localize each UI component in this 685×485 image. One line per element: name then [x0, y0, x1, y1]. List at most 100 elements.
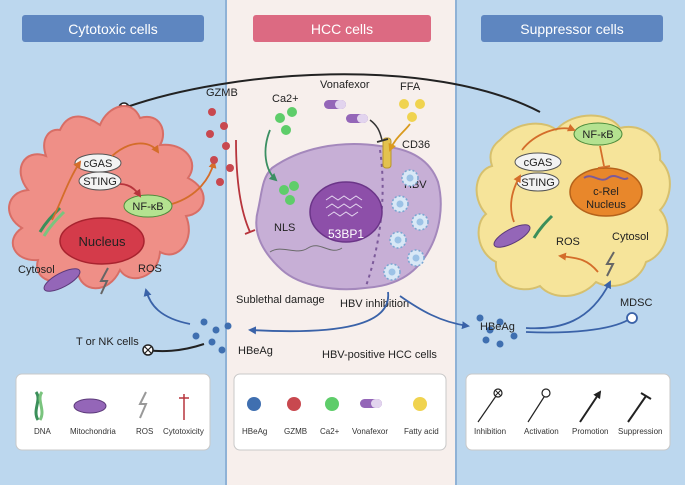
ffa-arrow [388, 123, 411, 152]
sublethal-label: Sublethal damage [236, 294, 325, 306]
svg-text:Nucleus: Nucleus [79, 234, 126, 249]
left-cgas-top-arrow [111, 142, 160, 157]
svg-text:ROS: ROS [136, 427, 153, 436]
hbv-particle [411, 213, 429, 231]
gzmb-molecule [222, 142, 230, 150]
svg-text:Activation: Activation [524, 427, 559, 436]
hbeag-molecule [212, 326, 220, 334]
left-dna-to-cgas-arrow [51, 160, 82, 221]
hbv-particle [391, 195, 409, 213]
hbeag-molecule [224, 322, 232, 330]
svg-text:DNA: DNA [34, 427, 52, 436]
chromatin-strand [269, 245, 343, 253]
hbv-particle [401, 169, 419, 187]
vonafexor-suppression [369, 119, 383, 141]
ca-label: Ca2+ [272, 93, 299, 105]
svg-text:cGAS: cGAS [84, 158, 113, 170]
svg-text:Cytotoxic cells: Cytotoxic cells [68, 21, 157, 37]
gzmb-molecule [220, 122, 228, 130]
hbv-inhibition-label: HBV inhibition [340, 298, 409, 310]
right-ros-arrow [558, 252, 599, 273]
left-cytosol-label: Cytosol [18, 264, 55, 276]
left-nfkb-node: NF-κB [123, 194, 173, 218]
hbeag-molecule [496, 318, 504, 326]
svg-text:Nucleus: Nucleus [586, 199, 626, 211]
mdsc-activation-symbol [626, 312, 638, 324]
svg-text:NF-κB: NF-κB [132, 201, 163, 213]
hcc-nucleus: 53BP1 [309, 181, 383, 243]
svg-text:Promotion: Promotion [572, 427, 608, 436]
cd36-channel [382, 137, 392, 169]
mdsc-label: MDSC [620, 297, 652, 309]
mitochondria-icon [43, 268, 81, 292]
right-mitochondria-icon [493, 224, 531, 248]
svg-text:NF-κB: NF-κB [582, 129, 613, 141]
svg-text:Suppression: Suppression [618, 427, 662, 436]
right-cgas-to-nfkb-arrow [521, 123, 576, 151]
hbeag-molecule [482, 336, 490, 344]
hbeag-to-suppressor-arrow [525, 280, 611, 330]
hbv-positive-label: HBV-positive HCC cells [322, 349, 437, 361]
right-ros-icon [605, 251, 615, 277]
mid-hbeag-label: HBeAg [238, 345, 273, 357]
calcium-ion [275, 113, 285, 123]
svg-text:STING: STING [521, 177, 555, 189]
right-sting-node: STING [516, 172, 560, 192]
svg-text:Inhibition: Inhibition [474, 427, 506, 436]
svg-text:Cytotoxicity: Cytotoxicity [163, 427, 204, 436]
svg-text:Ca2+: Ca2+ [320, 427, 340, 436]
calcium-ion [287, 107, 297, 117]
right-dna-icon [532, 214, 554, 239]
left-nfkb-to-gzmb-arrow [171, 160, 217, 205]
hbeag-molecule [208, 338, 216, 346]
cd36-label: CD36 [402, 139, 430, 151]
hbeag-molecule [486, 326, 494, 334]
svg-text:Suppressor cells: Suppressor cells [520, 21, 624, 37]
hbeag-molecule [200, 318, 208, 326]
hbv-particle [389, 231, 407, 249]
left-ros-label: ROS [138, 263, 162, 275]
right-nfkb-suppression [599, 145, 605, 167]
cytotoxic-header: Cytotoxic cells [22, 15, 204, 42]
svg-text:Fatty acid: Fatty acid [404, 427, 439, 436]
gzmb-molecule [206, 130, 214, 138]
molecule-dots [192, 107, 518, 354]
hcc-header: HCC cells [253, 15, 431, 42]
svg-text:GZMB: GZMB [284, 427, 307, 436]
right-nfkb-node: NF-κB [573, 122, 623, 146]
hbeag-molecule [496, 340, 504, 348]
left-sting-to-nfkb-arrow [119, 183, 142, 198]
legend-middle: HBeAg GZMB Ca2+ Vonafexor Fatty acid [233, 373, 447, 451]
gzmb-molecule [216, 178, 224, 186]
right-hbeag-label: HBeAg [480, 321, 515, 333]
calcium-ion [279, 185, 289, 195]
inhibition-arc-top [123, 73, 541, 113]
t-nk-label: T or NK cells [76, 336, 139, 348]
hbeag-to-right-arrow [399, 295, 470, 330]
right-cytosol-label: Cytosol [612, 231, 649, 243]
svg-text:HCC cells: HCC cells [311, 21, 373, 37]
calcium-ion [285, 195, 295, 205]
vonafexor-capsules [324, 100, 368, 123]
hbeag-to-left-arrow [248, 291, 389, 335]
hbv-particle [407, 249, 425, 267]
left-nucleus: Nucleus [59, 217, 145, 265]
gzmb-molecule [210, 156, 218, 164]
legend-left: DNA Mitochondria ROS Cytotoxicity [15, 373, 211, 451]
ca-arrow [264, 129, 278, 182]
svg-text:HBeAg: HBeAg [242, 427, 267, 436]
svg-text:Mitochondria: Mitochondria [70, 427, 116, 436]
left-cgas-node: cGAS [74, 153, 122, 173]
inhibition-symbol-bottom [142, 344, 154, 356]
right-ros-label: ROS [556, 236, 580, 248]
vonafexor-label: Vonafexor [320, 79, 370, 91]
svg-text:STING: STING [83, 176, 117, 188]
hbeag-activates-mdsc [525, 319, 629, 334]
legend-right: Inhibition Activation Promotion Suppress… [465, 373, 671, 451]
gzmb-molecule [208, 108, 216, 116]
svg-text:53BP1: 53BP1 [328, 227, 364, 241]
suppressor-header: Suppressor cells [481, 15, 663, 42]
suppressor-cell [475, 114, 671, 298]
hbeag-molecule [192, 332, 200, 340]
